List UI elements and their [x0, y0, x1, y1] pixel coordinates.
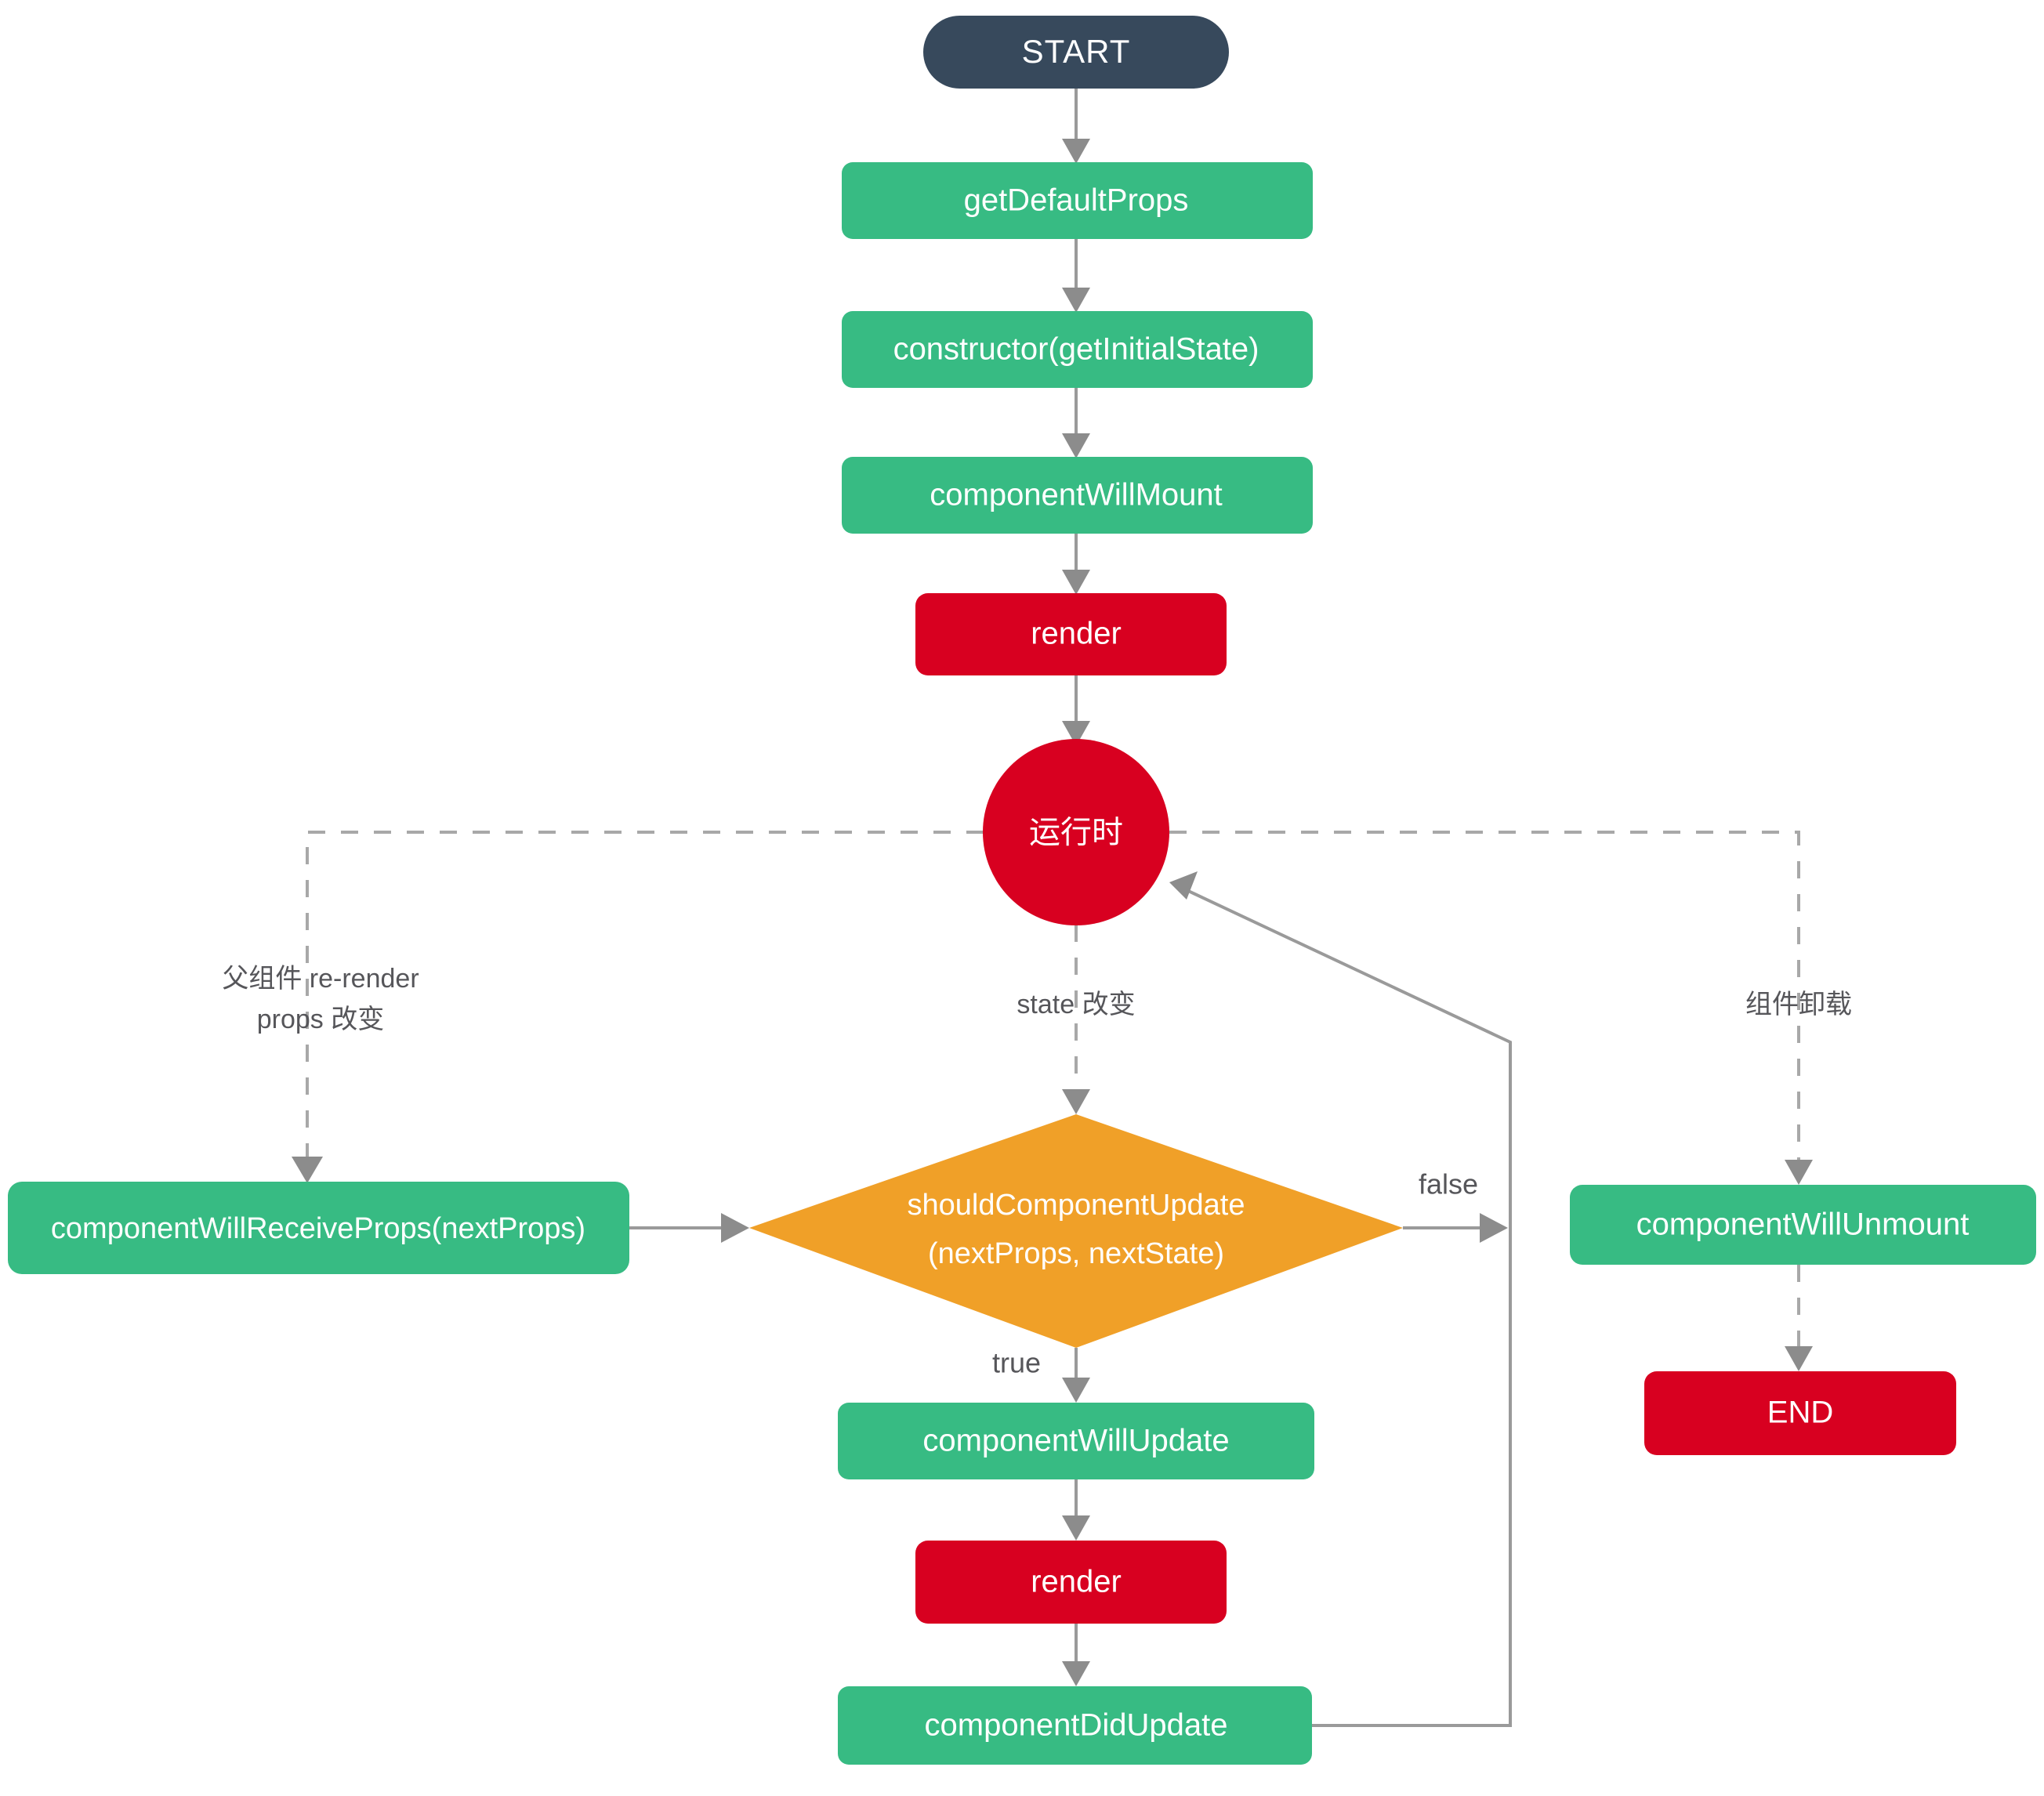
node-component-will-receive-props[interactable]: componentWillReceiveProps(nextProps) [8, 1182, 629, 1274]
edge-label-component-unmount: 组件卸载 [1745, 990, 1852, 1019]
edge-runtime-to-shouldcomponentupdate [1062, 925, 1090, 1114]
node-start[interactable]: START [923, 16, 1229, 89]
edge-label-false: false [1419, 1168, 1478, 1200]
node-runtime[interactable]: 运行时 [983, 739, 1169, 925]
node-should-component-update[interactable]: shouldComponentUpdate (nextProps, nextSt… [749, 1114, 1403, 1348]
edge-render-to-runtime [1062, 675, 1090, 746]
node-render-mount-label: render [1031, 617, 1122, 651]
node-component-did-update[interactable]: componentDidUpdate [838, 1686, 1312, 1765]
edge-constructor-to-componentwillmount [1062, 388, 1090, 458]
node-constructor[interactable]: constructor(getInitialState) [842, 311, 1313, 388]
edge-start-to-getdefaultprops [1062, 89, 1090, 164]
edge-runtime-to-componentwillreceiveprops [292, 831, 984, 1183]
node-component-will-receive-props-label: componentWillReceiveProps(nextProps) [51, 1212, 585, 1245]
node-runtime-label: 运行时 [1029, 816, 1123, 850]
edge-componentdidupdate-to-runtime-loop [1169, 871, 1512, 1727]
node-component-will-mount-label: componentWillMount [930, 478, 1223, 512]
edge-shouldcomponentupdate-false [1403, 1213, 1508, 1243]
edge-label-state-change: state 改变 [1017, 990, 1135, 1019]
node-component-will-unmount[interactable]: componentWillUnmount [1570, 1185, 2036, 1265]
node-should-component-update-label-line2: (nextProps, nextState) [928, 1237, 1224, 1270]
edge-runtime-to-componentwillunmount [1169, 831, 1813, 1185]
node-render-update-label: render [1031, 1565, 1122, 1599]
node-component-did-update-label: componentDidUpdate [925, 1708, 1228, 1743]
node-component-will-update[interactable]: componentWillUpdate [838, 1403, 1314, 1479]
node-constructor-label: constructor(getInitialState) [893, 332, 1259, 367]
node-render-update[interactable]: render [915, 1541, 1227, 1624]
edge-getdefaultprops-to-constructor [1062, 239, 1090, 313]
node-start-label: START [1022, 33, 1131, 70]
edge-label-true: true [992, 1347, 1041, 1379]
edge-componentwillunmount-to-end [1785, 1265, 1813, 1371]
edge-componentwillreceiveprops-to-shouldcomponentupdate [629, 1213, 749, 1243]
edge-label-parent-rerender-line2: props 改变 [257, 1005, 385, 1034]
node-get-default-props[interactable]: getDefaultProps [842, 162, 1313, 239]
node-component-will-update-label: componentWillUpdate [922, 1424, 1229, 1458]
node-component-will-unmount-label: componentWillUnmount [1636, 1208, 1970, 1242]
node-component-will-mount[interactable]: componentWillMount [842, 457, 1313, 534]
edge-componentwillmount-to-render [1062, 534, 1090, 595]
edge-label-parent-rerender-line1: 父组件 re-render [222, 964, 419, 994]
edge-render-to-componentdidupdate [1062, 1624, 1090, 1686]
edge-componentwillupdate-to-render [1062, 1479, 1090, 1541]
edge-shouldcomponentupdate-true [1062, 1348, 1090, 1403]
node-end-label: END [1767, 1396, 1833, 1430]
node-should-component-update-label-line1: shouldComponentUpdate [908, 1189, 1245, 1222]
node-end[interactable]: END [1644, 1371, 1956, 1455]
node-render-mount[interactable]: render [915, 593, 1227, 675]
node-get-default-props-label: getDefaultProps [964, 183, 1189, 218]
